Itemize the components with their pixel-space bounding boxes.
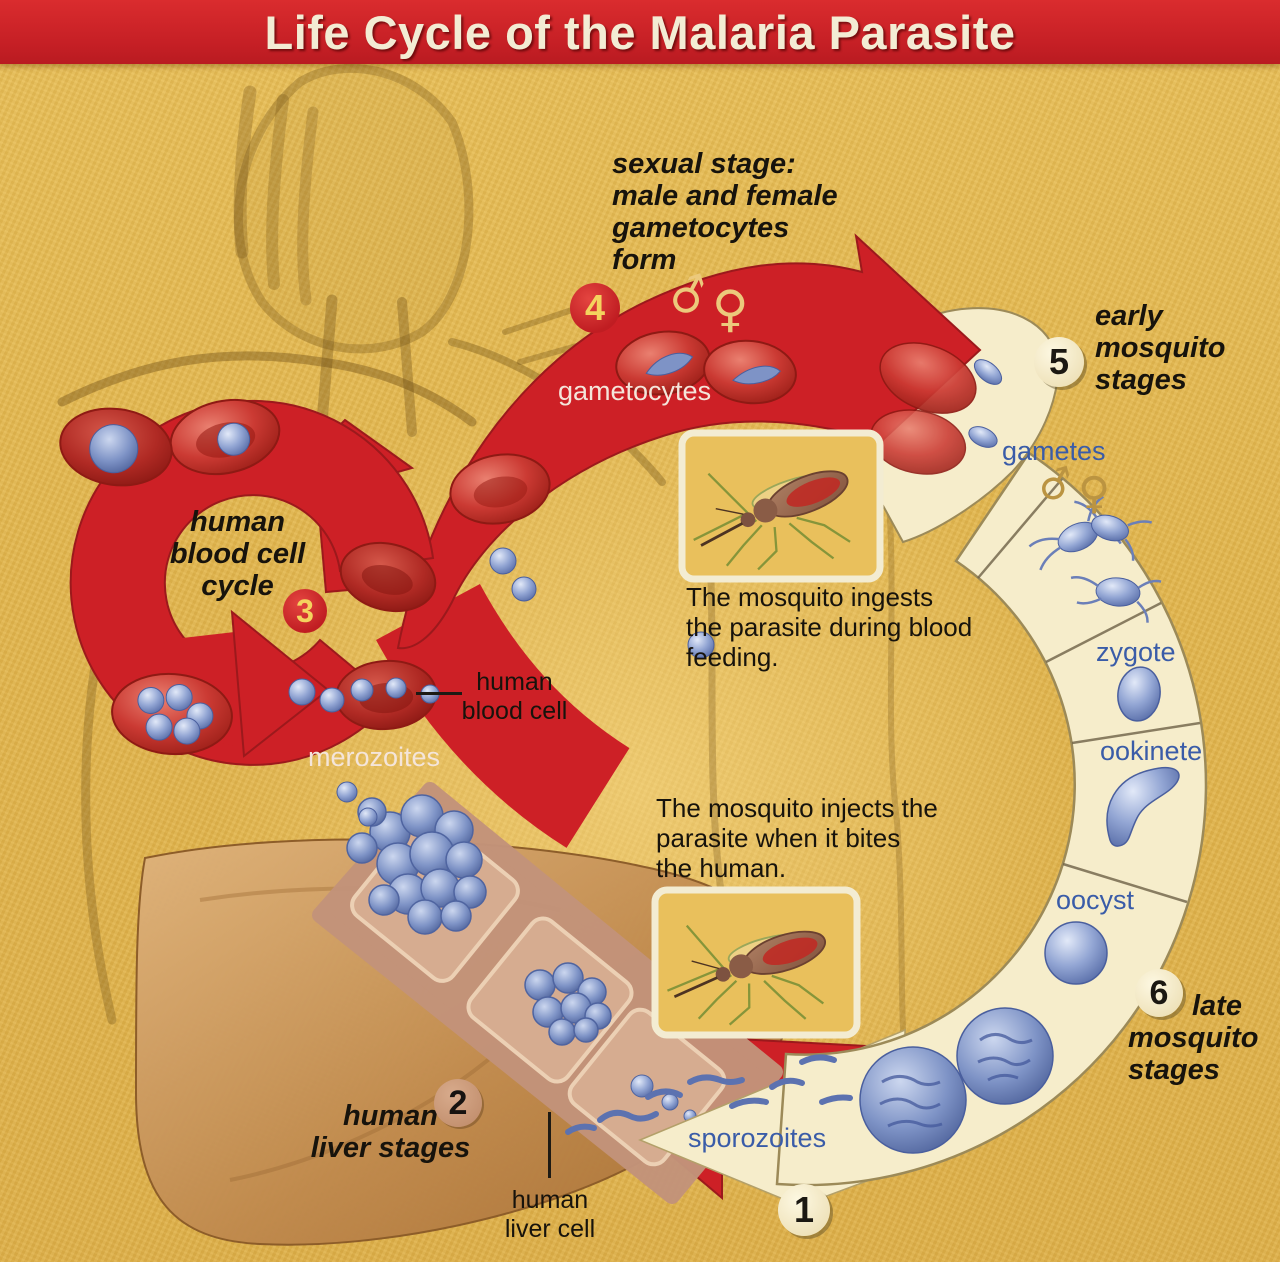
stage-3-badge: 3 (283, 589, 327, 633)
stage-2-number: 2 (448, 1083, 468, 1122)
gamete-cells (1028, 495, 1162, 623)
blood-cell-leader-line (416, 692, 462, 695)
mosquito-injects-caption: The mosquito injects the parasite when i… (656, 793, 938, 883)
stage-6-label-rest: mosquito stages (1128, 1022, 1259, 1086)
liver-cell-leader-line (548, 1112, 551, 1178)
title-bar: Life Cycle of the Malaria Parasite (0, 0, 1280, 64)
stage-6-number: 6 (1149, 973, 1169, 1012)
cells-entering-mosquito (869, 342, 1003, 475)
ookinete-label: ookinete (1100, 736, 1203, 766)
stage-2-badge: 2 (434, 1079, 482, 1127)
gametocytes-label: gametocytes (558, 376, 712, 406)
sporozoites-label: sporozoites (688, 1123, 827, 1153)
gametes-label: gametes (1002, 436, 1106, 466)
zygote-label: zygote (1096, 637, 1176, 667)
blood-cycle-arrowhead (230, 609, 330, 758)
mosquito-ingests-box (678, 429, 884, 583)
stage-1-number: 1 (793, 1189, 815, 1230)
schizont-grape-cluster (346, 794, 487, 935)
stage-4-number: 4 (584, 287, 606, 328)
stage-5-label: early mosquito stages (1095, 300, 1226, 396)
gametocyte-cells (615, 330, 797, 405)
late-oocysts (859, 1007, 1054, 1154)
oocyst-label: oocyst (1056, 885, 1135, 915)
stage-6-badge: 6 (1135, 969, 1183, 1017)
mosquito-injects-box (651, 886, 861, 1039)
human-blood-cell-label: human blood cell (461, 668, 568, 725)
mosquito-illustration-1 (693, 470, 851, 571)
sporozoite-squiggles (565, 1054, 853, 1135)
liver-schizont-rosette (524, 962, 612, 1046)
stage-1-badge: 1 (778, 1184, 830, 1236)
stage-3-label: human blood cell cycle (169, 506, 306, 602)
stage-5-badge: 5 (1034, 337, 1084, 387)
ring-section-dividers (977, 478, 1201, 904)
female-symbol: ♀ (1078, 468, 1111, 519)
ookinete-cell (1106, 766, 1180, 847)
mosquito-illustration-2 (667, 924, 826, 1026)
stage-4-label: sexual stage: male and female gametocyte… (612, 148, 838, 276)
page-title: Life Cycle of the Malaria Parasite (264, 5, 1016, 59)
zygote-cell (1117, 666, 1161, 722)
oocyst-cell (1044, 921, 1108, 985)
merozoites-label: merozoites (308, 742, 441, 772)
stage-5-number: 5 (1048, 341, 1070, 382)
human-liver-cell-label: human liver cell (504, 1186, 596, 1243)
mosquito-ingests-caption: The mosquito ingests the parasite during… (686, 582, 973, 672)
red-blood-cells (59, 330, 1003, 756)
female-symbol: ♀ (712, 280, 749, 338)
stage-6-label-late: late (1192, 990, 1242, 1022)
merozoite-dots (288, 547, 715, 827)
stage-2-label: human liver stages (310, 1100, 471, 1164)
red-cycle-band-left (376, 583, 631, 848)
stage-4-badge: 4 (570, 283, 620, 333)
stage-3-number: 3 (296, 592, 314, 629)
